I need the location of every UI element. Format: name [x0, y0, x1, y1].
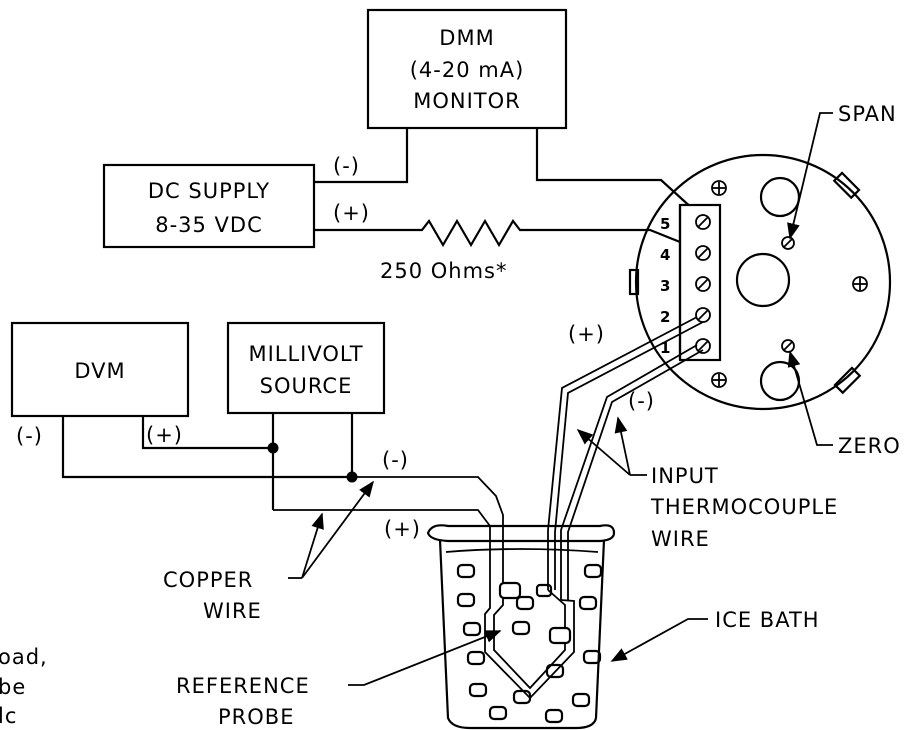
dvm-neg-label: (-): [16, 424, 43, 448]
supply-wiring: [314, 128, 706, 252]
screw-icon: [711, 180, 727, 196]
terminal-label: 4: [660, 246, 670, 264]
copper-neg-label: (-): [382, 448, 409, 472]
span-callout: SPAN: [787, 102, 897, 240]
copper-wire-label-line1: COPPER: [163, 568, 253, 592]
footnote: oad, be lc: [0, 645, 48, 728]
terminal-label: 2: [660, 308, 670, 326]
input-tc-label-line2: THERMOCOUPLE: [650, 495, 838, 519]
probe-junction: [548, 626, 572, 645]
mounting-hole: [759, 360, 801, 402]
copper-pos-label: (+): [384, 517, 421, 541]
screw-icon: [852, 276, 868, 292]
dmm-label-line3: MONITOR: [413, 89, 521, 113]
dvm-label: DVM: [74, 359, 125, 383]
resistor-label: 250 Ohms*: [380, 259, 508, 283]
copper-wire-label-line2: WIRE: [203, 599, 262, 623]
dc-supply: DC SUPPLY 8-35 VDC: [102, 163, 316, 249]
reference-probe-label-line1: REFERENCE: [176, 674, 310, 698]
supply-pos-label: (+): [333, 201, 370, 225]
millivolt-source-label-line1: MILLIVOLT: [248, 342, 363, 366]
footnote-line2: be: [0, 675, 26, 699]
footnote-line3: lc: [0, 704, 17, 728]
dmm-label-line2: (4-20 mA): [410, 58, 525, 82]
copper-wire-callout: COPPER WIRE: [163, 480, 374, 623]
dmm-monitor: DMM (4-20 mA) MONITOR: [366, 8, 568, 130]
zero-adjust-icon: [781, 339, 795, 353]
tc-pos-label: (+): [568, 322, 605, 346]
footnote-line1: oad,: [0, 645, 48, 669]
ice-bath-beaker: [426, 524, 616, 730]
reference-probe-label-line2: PROBE: [218, 705, 294, 729]
span-label: SPAN: [838, 102, 897, 126]
dc-supply-label-line1: DC SUPPLY: [148, 179, 270, 203]
zero-callout: ZERO: [787, 350, 901, 458]
terminal-label: 3: [660, 277, 670, 295]
millivolt-source: MILLIVOLT SOURCE: [226, 321, 386, 415]
probe-junction: [498, 581, 522, 600]
screw-icon: [711, 372, 727, 388]
millivolt-source-label-line2: SOURCE: [260, 374, 353, 398]
terminal-screw-icon: [695, 245, 711, 261]
terminal-screw-icon: [695, 214, 711, 230]
ice-bath-label: ICE BATH: [715, 608, 820, 632]
zero-label: ZERO: [838, 434, 901, 458]
copper-wiring: [61, 413, 504, 560]
span-adjust-icon: [781, 236, 795, 250]
dc-supply-label-line2: 8-35 VDC: [155, 213, 263, 237]
dvm: DVM: [10, 321, 190, 418]
input-tc-label-line1: INPUT: [651, 464, 719, 488]
terminal-label: 5: [660, 215, 670, 233]
input-tc-label-line3: WIRE: [651, 527, 710, 551]
input-thermocouple-callout: INPUT THERMOCOUPLE WIRE: [576, 416, 838, 551]
terminal-block: 5 4 3 2 1: [660, 214, 711, 357]
junction-dot: [267, 442, 279, 454]
dmm-label-line1: DMM: [439, 26, 494, 50]
tc-neg-label: (-): [628, 389, 655, 413]
terminal-screw-icon: [695, 276, 711, 292]
ice-bath-callout: ICE BATH: [610, 608, 820, 662]
thermocouple-wiring: [547, 316, 704, 600]
center-hole: [735, 252, 791, 308]
dvm-pos-label: (+): [146, 423, 183, 447]
mounting-hole: [759, 176, 801, 218]
reference-probe-callout: REFERENCE PROBE: [176, 630, 502, 729]
terminal-label: 1: [660, 339, 670, 357]
supply-neg-label: (-): [333, 154, 360, 178]
